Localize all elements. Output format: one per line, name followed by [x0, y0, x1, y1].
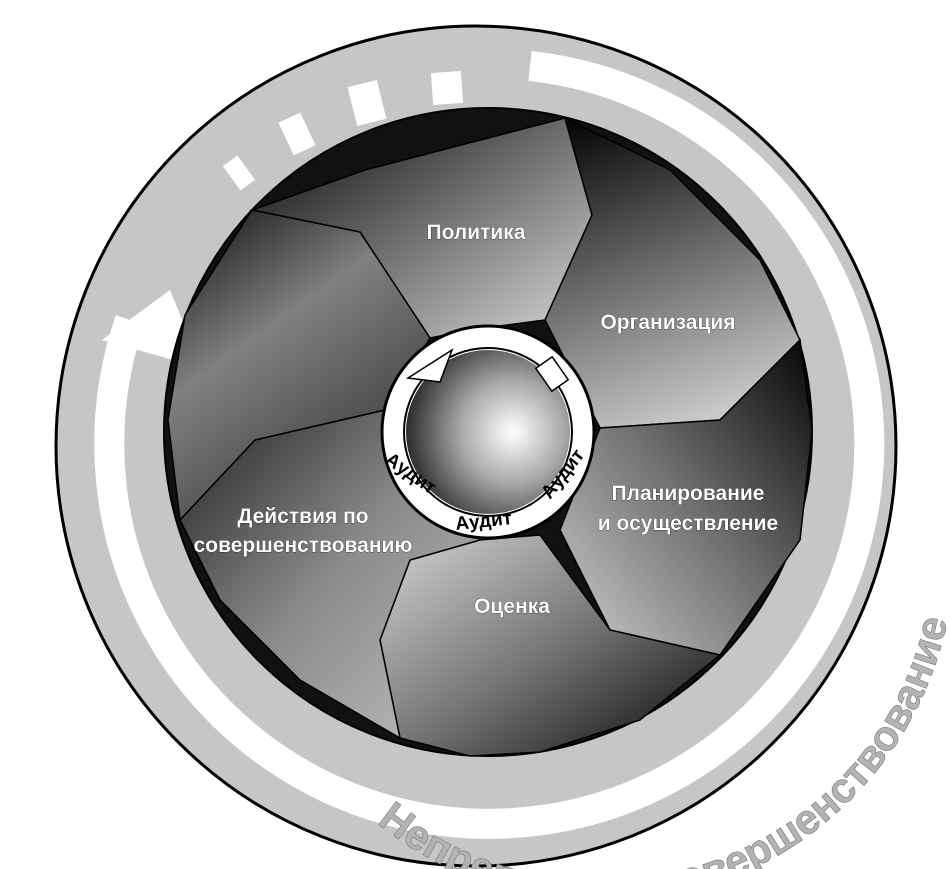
audit-ring-inner-edge: [403, 347, 573, 517]
label-planning-line1: Планирование: [612, 482, 765, 505]
improvement-arrow-band: [94, 51, 885, 839]
label-policy: Политика: [426, 221, 525, 244]
band-dash-4: [222, 155, 256, 191]
audit-gap: [534, 355, 570, 393]
band-dash-2: [347, 79, 387, 127]
center-sphere: [406, 350, 570, 514]
audit-arrowhead: [405, 348, 454, 383]
label-improvement-line1: Действия по: [237, 505, 368, 528]
band-dash-3: [278, 112, 316, 156]
band-dash-1: [430, 70, 464, 106]
label-improvement-line2: совершенствованию: [194, 534, 413, 557]
label-evaluation: Оценка: [474, 595, 550, 618]
label-organization: Организация: [600, 311, 735, 334]
label-planning-line2: и осуществление: [598, 512, 778, 535]
